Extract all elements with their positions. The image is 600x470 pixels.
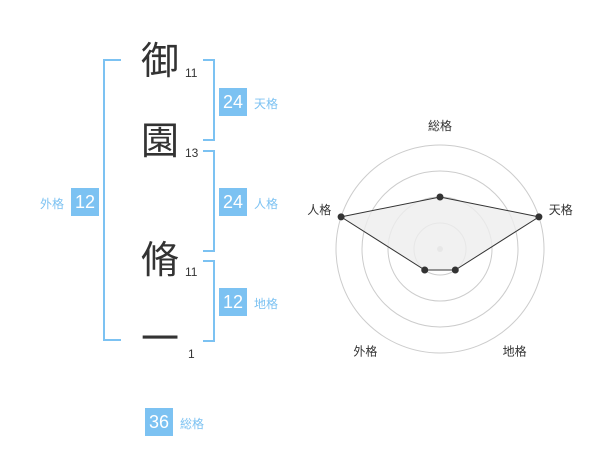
- name-char-2: 園: [141, 119, 180, 163]
- jinkaku-label: 人格: [254, 197, 279, 211]
- radar-point-2: [451, 266, 459, 274]
- name-char-1: 御: [141, 39, 180, 83]
- chikaku-label: 地格: [254, 297, 279, 311]
- soukaku-value: 36: [145, 408, 173, 436]
- radar-axis-label-1: 天格: [549, 202, 573, 217]
- stroke-count-4: 1: [188, 347, 195, 361]
- stroke-count-1: 11: [185, 66, 198, 80]
- jinkaku-value: 24: [219, 188, 247, 216]
- stroke-count-2: 13: [185, 146, 199, 160]
- tenkaku-bracket: [203, 59, 215, 141]
- chikaku-value: 12: [219, 288, 247, 316]
- radar-ring-3: [361, 170, 519, 328]
- gaikaku-value: 12: [71, 188, 99, 216]
- radar-point-1: [535, 213, 543, 221]
- radar-point-4: [337, 213, 345, 221]
- radar-axis-label-2: 地格: [503, 344, 527, 359]
- tenkaku-value: 24: [219, 88, 247, 116]
- name-char-4: 一: [141, 317, 180, 361]
- stroke-count-3: 11: [185, 265, 198, 279]
- radar-ring-4: [335, 144, 545, 354]
- chikaku-bracket: [203, 260, 215, 342]
- tenkaku-label: 天格: [254, 97, 279, 111]
- radar-axis-label-4: 人格: [307, 202, 331, 217]
- radar-axis-label-3: 外格: [353, 344, 377, 359]
- soukaku-label: 総格: [180, 417, 205, 431]
- radar-point-3: [421, 266, 429, 274]
- radar-point-0: [436, 193, 444, 201]
- gaikaku-bracket: [103, 59, 121, 341]
- jinkaku-bracket: [203, 150, 215, 252]
- gaikaku-label: 外格: [40, 197, 65, 211]
- radar-axis-label-0: 総格: [428, 118, 452, 133]
- radar-series-polygon: [339, 196, 541, 271]
- name-char-3: 脩: [141, 238, 180, 282]
